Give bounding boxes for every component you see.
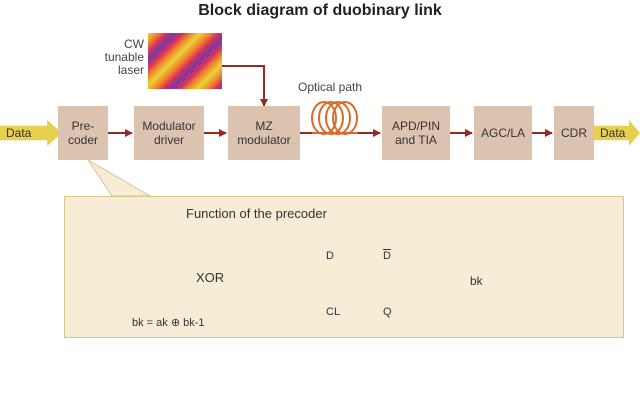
output-bk-label: bk: [470, 274, 483, 288]
flipflop-q-label: Q: [383, 306, 392, 318]
precoder-detail-panel: [64, 196, 624, 338]
cdr-label: CDR: [561, 126, 587, 140]
precoder-detail-title: Function of the precoder: [186, 206, 327, 221]
mz-modulator-label-line: MZ: [255, 119, 273, 133]
mz-modulator-label-line: modulator: [237, 133, 291, 147]
laser-label-line: CW: [124, 37, 144, 51]
laser-label-line: tunable: [104, 50, 144, 64]
laser-source-image: [148, 33, 222, 89]
xor-gate-label: XOR: [196, 270, 225, 285]
flipflop-dbar-label: D: [383, 250, 391, 262]
fiber-coil-icon: [311, 101, 358, 135]
precoder-equation: bk = ak ⊕ bk-1: [132, 317, 205, 329]
precoder-block: Pre- coder: [58, 106, 108, 160]
agc-la-block: AGC/LA: [474, 106, 532, 160]
agc-la-label: AGC/LA: [480, 126, 525, 140]
data-output-label: Data: [600, 126, 626, 140]
optical-path-label: Optical path: [298, 80, 363, 94]
cdr-block: CDR: [554, 106, 594, 160]
apd-pin-tia-block: APD/PIN and TIA: [382, 106, 450, 160]
flipflop-d-label: D: [326, 250, 334, 262]
apd-pin-tia-label-line: APD/PIN: [391, 119, 440, 133]
laser-label: CW tunable laser: [70, 38, 144, 77]
modulator-driver-label-line: Modulator: [142, 119, 196, 133]
data-input-label: Data: [6, 126, 32, 140]
precoder-label-line: coder: [67, 133, 99, 147]
apd-pin-tia-label-line: and TIA: [395, 133, 437, 147]
mz-modulator-block: MZ modulator: [228, 106, 300, 160]
precoder-label-line: Pre-: [71, 119, 95, 133]
arrow-laser-to-mz: [222, 65, 268, 107]
precoder-callout: [87, 159, 152, 197]
diagram-title: Block diagram of duobinary link: [198, 2, 442, 19]
laser-label-line: laser: [117, 63, 144, 77]
modulator-driver-label-line: driver: [153, 133, 184, 147]
modulator-driver-block: Modulator driver: [134, 106, 204, 160]
flipflop-cl-label: CL: [326, 306, 341, 318]
